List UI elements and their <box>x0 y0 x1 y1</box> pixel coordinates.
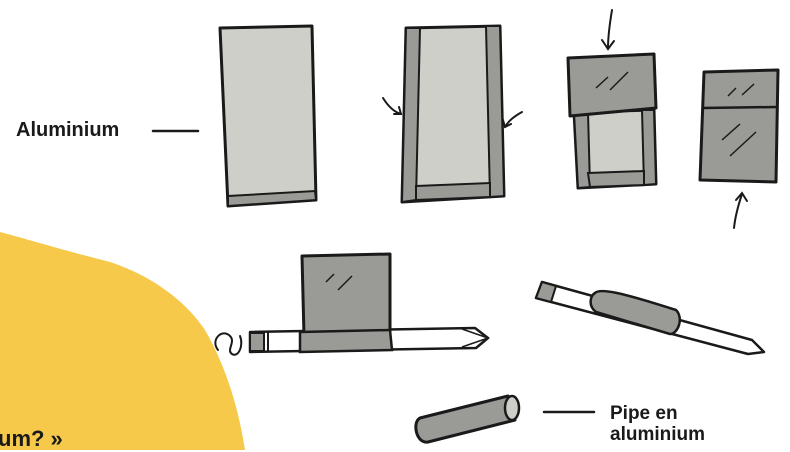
yellow-blob <box>0 232 245 450</box>
label-pipe-line1: Pipe en <box>610 403 760 424</box>
step5-wrapping-pencil <box>215 254 488 355</box>
label-pipe-line2: aluminium <box>610 424 760 445</box>
step2-folded-sides <box>383 26 522 202</box>
step1-sheet <box>220 26 316 206</box>
heading-fragment: um? » <box>0 426 63 452</box>
label-aluminium: Aluminium <box>16 118 119 142</box>
label-pipe-en-aluminium: Pipe en aluminium <box>610 403 760 445</box>
aluminium-pipe <box>416 396 519 442</box>
step4-bottom-folded <box>700 70 778 228</box>
step6-rolled-on-pencil <box>536 282 764 354</box>
step3-top-folded <box>568 10 656 188</box>
